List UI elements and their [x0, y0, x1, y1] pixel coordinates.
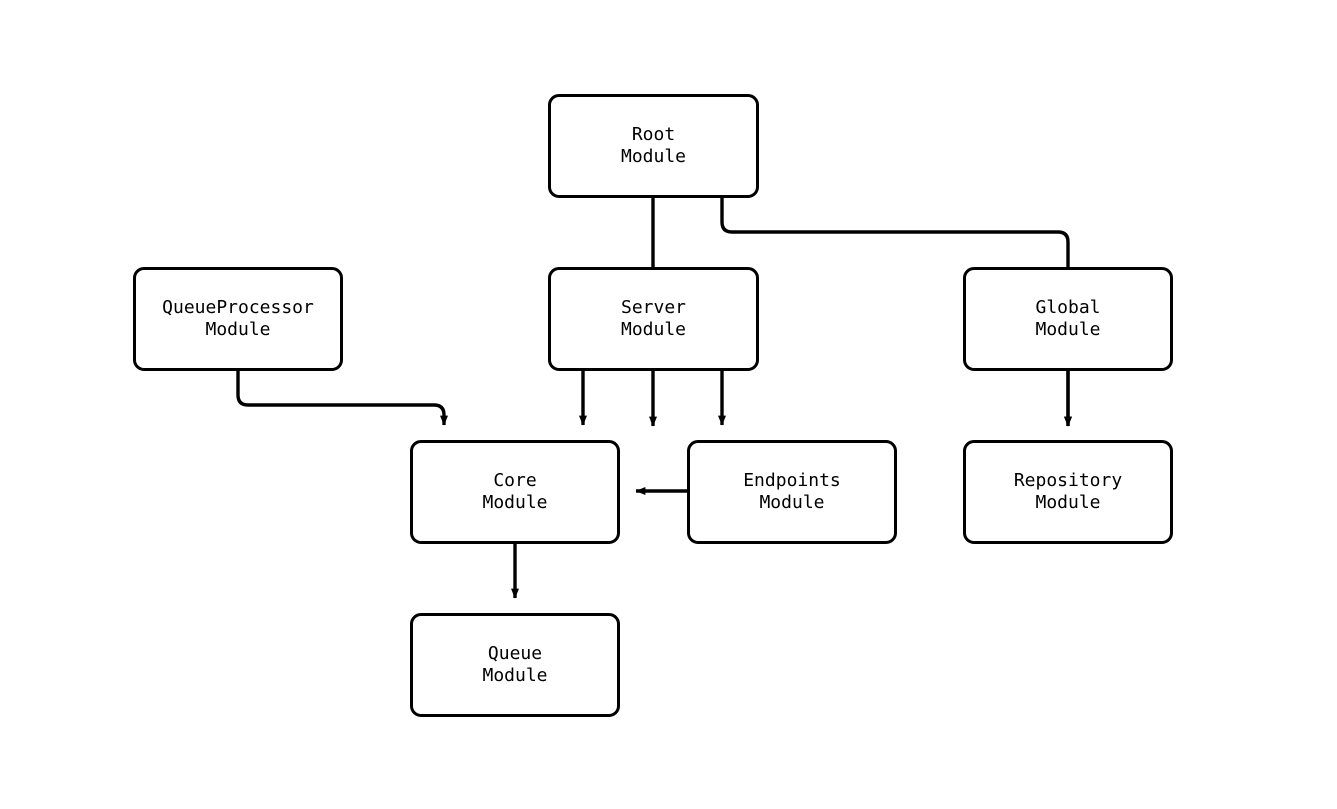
node-core-label: Core Module	[482, 470, 548, 513]
node-global-label: Global Module	[1035, 297, 1101, 340]
node-queue[interactable]: Queue Module	[410, 613, 620, 717]
node-queueprocessor-label: QueueProcessor Module	[162, 297, 314, 340]
node-repository[interactable]: Repository Module	[963, 440, 1173, 544]
node-queueprocessor[interactable]: QueueProcessor Module	[133, 267, 343, 371]
node-repository-label: Repository Module	[1013, 470, 1123, 513]
node-endpoints-label: Endpoints Module	[743, 470, 841, 513]
node-global[interactable]: Global Module	[963, 267, 1173, 371]
node-queue-label: Queue Module	[482, 643, 548, 686]
node-endpoints[interactable]: Endpoints Module	[687, 440, 897, 544]
node-server-label: Server Module	[620, 297, 687, 340]
node-root[interactable]: Root Module	[548, 94, 759, 198]
node-server[interactable]: Server Module	[548, 267, 759, 371]
edge-queueprocessor-core	[236, 371, 448, 426]
node-root-label: Root Module	[620, 124, 687, 167]
node-core[interactable]: Core Module	[410, 440, 620, 544]
